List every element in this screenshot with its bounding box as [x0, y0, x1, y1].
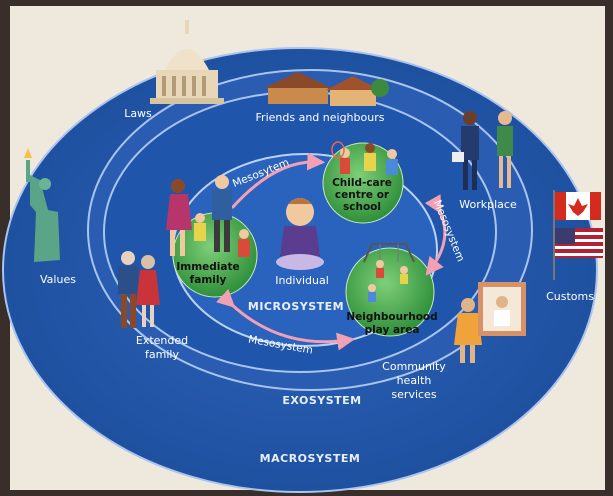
- mesosystem-arrow-right: [424, 194, 447, 276]
- grandparents-icon: [118, 251, 160, 328]
- microsystem-label: MICROSYSTEM: [248, 300, 344, 313]
- family-icon: [166, 175, 250, 257]
- macrosystem-label: MACROSYSTEM: [260, 452, 361, 465]
- community-label-1: Community: [382, 360, 446, 373]
- friends-label: Friends and neighbours: [256, 111, 385, 124]
- business-people-icon: [452, 111, 513, 190]
- capitol-icon: [150, 20, 224, 104]
- laws-label: Laws: [124, 107, 152, 120]
- nurse-icon: [454, 282, 526, 363]
- statue-of-liberty-icon: [24, 148, 60, 262]
- childcare-label-1: Child-care: [332, 177, 392, 189]
- playground-icon: [363, 243, 415, 302]
- individual-label: Individual: [275, 274, 329, 287]
- community-label-3: services: [391, 388, 436, 401]
- houses-icon: [264, 72, 389, 106]
- extended-family-label-2: family: [145, 348, 179, 361]
- children-school-icon: [331, 141, 398, 175]
- customs-label: Customs: [546, 290, 594, 303]
- extended-family-label-1: Extended: [136, 334, 188, 347]
- child-icon: [276, 198, 324, 270]
- exosystem-label: EXOSYSTEM: [282, 394, 361, 407]
- flags-icon: [553, 190, 603, 280]
- childcare-label-3: school: [343, 201, 381, 213]
- mesosystem-arrow-top: [230, 152, 326, 210]
- childcare-label-2: centre or: [335, 189, 390, 201]
- play-area-label-1: Neighbourhood: [346, 311, 437, 323]
- community-label-2: health: [397, 374, 432, 387]
- workplace-label: Workplace: [459, 198, 517, 211]
- immediate-family-label-1: Immediate: [176, 261, 239, 273]
- mesosystem-arrow-bottom: [215, 289, 356, 351]
- immediate-family-label-2: family: [190, 274, 227, 286]
- play-area-label-2: play area: [365, 324, 420, 336]
- values-label: Values: [40, 273, 76, 286]
